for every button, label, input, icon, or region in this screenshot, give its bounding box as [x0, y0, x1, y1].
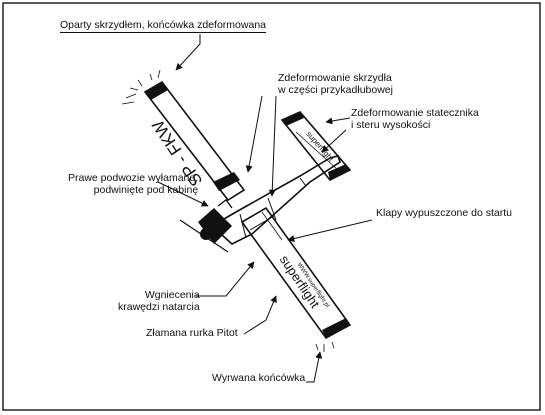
landing-gear [217, 199, 233, 209]
leader-lines [157, 34, 373, 383]
label-stabilizer-line1: Zdeformowanie statecznika [351, 107, 479, 119]
spinner [200, 228, 212, 240]
label-dents-line2: krawędzi natarcia [118, 301, 200, 313]
label-wing-root-line1: Zdeformowanie skrzydła [278, 72, 392, 84]
label-dents-line1: Wgniecenia [144, 289, 200, 301]
label-wing-root-deformation: Zdeformowanie skrzydła w części przykadł… [278, 72, 393, 96]
wingtip-damage-marks [121, 69, 161, 105]
fuselage [210, 155, 341, 245]
label-flaps: Klapy wypuszczone do startu [376, 207, 512, 219]
engine-cowling [198, 208, 232, 244]
left-wing [143, 80, 246, 202]
label-stabilizer-deformation: Zdeformowanie statecznika i steru wysoko… [351, 107, 479, 131]
label-pitot-tube: Złamana rurka Pitot [146, 327, 238, 339]
label-landing-gear-line1: Prawe podwozie wyłamane, [68, 172, 199, 184]
label-torn-tip: Wyrwana końcówka [212, 372, 306, 384]
label-landing-gear: Prawe podwozie wyłamane, podwinięte pod … [68, 172, 198, 196]
label-stabilizer-line2: i steru wysokości [351, 119, 431, 131]
label-leading-edge-dents: Wgniecenia krawędzi natarcia [118, 289, 200, 313]
propeller [179, 219, 229, 253]
label-wing-root-line2: w części przykadłubowej [278, 84, 393, 96]
right-wing-tip [322, 318, 350, 338]
left-wing-tip [145, 82, 168, 100]
aircraft-drawing [121, 69, 352, 352]
label-wingtip-damage: Oparty skrzydłem, końcówka zdeformowana [60, 19, 266, 33]
diagram-border [2, 2, 541, 411]
left-wing-root-band [213, 172, 240, 191]
label-landing-gear-line2: podwinięte pod kabinę [93, 184, 199, 196]
